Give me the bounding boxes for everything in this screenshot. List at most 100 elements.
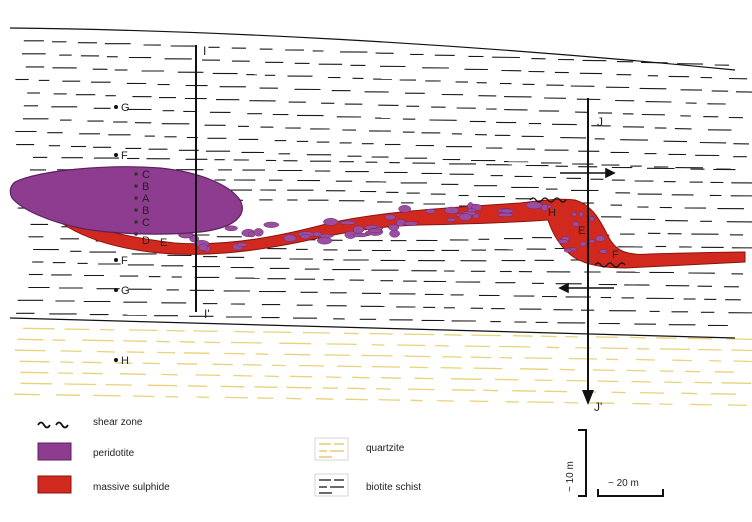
breccia-fragment bbox=[369, 229, 382, 233]
quartzite-dash bbox=[728, 405, 747, 406]
breccia-fragment bbox=[237, 243, 247, 247]
quartzite-dash bbox=[632, 404, 651, 405]
quartzite-dash bbox=[471, 335, 500, 336]
quartzite-dash bbox=[527, 402, 554, 403]
breccia-fragment bbox=[580, 242, 586, 246]
quartzite-dash bbox=[60, 362, 73, 363]
quartzite-dash bbox=[180, 342, 195, 343]
quartzite-dash bbox=[733, 361, 751, 362]
quartzite-dash bbox=[369, 334, 393, 335]
horizontal-scale-bar bbox=[598, 489, 663, 496]
quartzite-dash bbox=[452, 390, 475, 391]
point-G-upper: G bbox=[121, 102, 130, 114]
quartzite-dash bbox=[284, 354, 310, 355]
quartzite-dash bbox=[243, 365, 262, 366]
quartzite-dash bbox=[193, 331, 217, 332]
breccia-fragment bbox=[572, 212, 576, 216]
legend-biotite-schist: biotite schist bbox=[315, 474, 421, 496]
quartzite-dash bbox=[500, 358, 513, 359]
quartzite-dash bbox=[326, 377, 341, 378]
point-B-left-2: B bbox=[142, 205, 149, 217]
quartzite-dash bbox=[17, 339, 43, 340]
quartzite-dash bbox=[61, 351, 82, 352]
quartzite-dash bbox=[544, 391, 567, 392]
legend: shear zone peridotite massive sulphide q… bbox=[38, 417, 421, 496]
quartzite-dash bbox=[20, 372, 48, 373]
point-F-lower: F bbox=[121, 255, 128, 267]
quartzite-dash bbox=[20, 361, 50, 362]
quartzite-dash bbox=[443, 357, 462, 358]
quartzite-dash bbox=[143, 363, 160, 364]
breccia-fragment bbox=[589, 240, 594, 244]
legend-peridotite: peridotite bbox=[38, 443, 135, 460]
schist-quartzite-contact bbox=[10, 318, 735, 338]
quartzite-dash bbox=[483, 390, 498, 391]
vertical-scale-label: ~ 10 m bbox=[565, 461, 576, 492]
breccia-fragment bbox=[426, 209, 436, 213]
quartzite-dash bbox=[690, 404, 712, 405]
quartzite-dash bbox=[204, 342, 220, 343]
breccia-fragment bbox=[199, 244, 208, 251]
quartzite-dash bbox=[726, 339, 751, 340]
quartzite-dash bbox=[167, 331, 185, 332]
quartzite-dash bbox=[299, 366, 324, 367]
quartzite-dash bbox=[506, 402, 519, 403]
quartzite-dash bbox=[437, 401, 454, 402]
quartzite-dash bbox=[630, 337, 646, 338]
quartzite-dash bbox=[569, 359, 597, 360]
point-D-left: D bbox=[142, 235, 150, 247]
quartzite-dash bbox=[636, 360, 655, 361]
quartzite-dash bbox=[324, 355, 350, 356]
quartzite-dash bbox=[474, 368, 502, 369]
breccia-fragment bbox=[399, 205, 411, 212]
quartzite-dash bbox=[148, 385, 177, 386]
point-G-lower: G bbox=[121, 285, 130, 297]
quartzite-dash bbox=[565, 337, 578, 338]
breccia-fragment bbox=[390, 230, 400, 237]
breccia-fragment bbox=[564, 249, 572, 252]
quartzite-dash bbox=[520, 369, 548, 370]
breccia-fragment bbox=[254, 228, 263, 236]
breccia-fragment bbox=[353, 233, 368, 237]
quartzite-dash bbox=[65, 384, 97, 385]
quartzite-dash bbox=[656, 338, 676, 339]
point-A-left: A bbox=[142, 193, 150, 205]
quartzite-dash bbox=[177, 364, 197, 365]
quartzite-dash bbox=[196, 375, 221, 376]
quartzite-dash bbox=[157, 352, 175, 353]
quartzite-dash bbox=[316, 399, 334, 400]
quartzite-dash bbox=[731, 350, 752, 351]
quartzite-dash bbox=[372, 367, 400, 368]
quartzite-dash bbox=[56, 395, 80, 396]
quartzite-dash bbox=[660, 371, 674, 372]
quartzite-dash bbox=[286, 398, 301, 399]
legend-massive-sulphide: massive sulphide bbox=[38, 476, 170, 493]
quartzite-dash bbox=[534, 380, 552, 381]
quartzite-dash bbox=[263, 332, 292, 333]
scale-bars: ~ 10 m ~ 20 m bbox=[565, 430, 663, 496]
quartzite-dash bbox=[560, 369, 575, 370]
breccia-fragment bbox=[501, 209, 514, 213]
quartzite-dash bbox=[512, 391, 536, 392]
quartzite-dash bbox=[97, 352, 115, 353]
quartzite-dash bbox=[279, 343, 311, 344]
breccia-fragment bbox=[340, 221, 355, 225]
quartzite-dash bbox=[14, 394, 40, 395]
quartzite-dash bbox=[58, 373, 73, 374]
quartzite-dash bbox=[126, 352, 144, 353]
quartzite-dash bbox=[82, 362, 102, 363]
breccia-fragment bbox=[579, 212, 583, 217]
quartzite-dash bbox=[379, 400, 401, 401]
quartzite-dash bbox=[120, 374, 146, 375]
quartzite-dash bbox=[344, 333, 359, 334]
quartzite-dash bbox=[15, 350, 46, 351]
quartzite-dash bbox=[234, 332, 255, 333]
breccia-fragment bbox=[468, 209, 476, 212]
quartzite-dash bbox=[688, 338, 713, 339]
quartzite-dash bbox=[715, 372, 734, 373]
quartzite-dash bbox=[411, 400, 423, 401]
quartzite-dash bbox=[637, 349, 650, 350]
quartzite-dash bbox=[166, 397, 178, 398]
quartzite-dash bbox=[256, 354, 268, 355]
legend-quartzite-label: quartzite bbox=[366, 443, 405, 454]
